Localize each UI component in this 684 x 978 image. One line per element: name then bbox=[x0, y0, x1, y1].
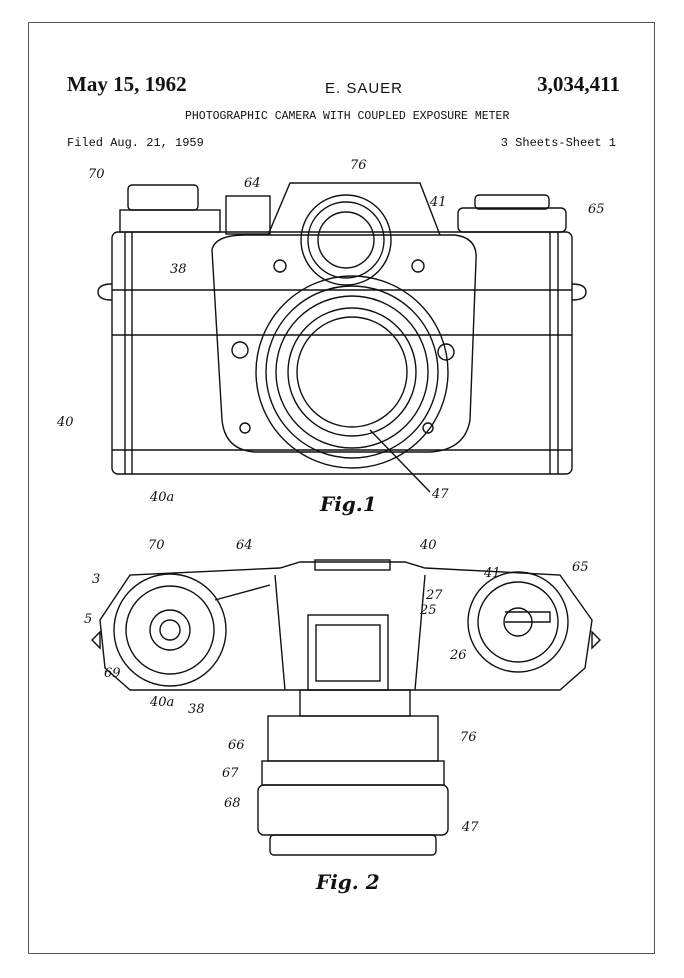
ref-label: 70 bbox=[88, 167, 105, 182]
patent-title: PHOTOGRAPHIC CAMERA WITH COUPLED EXPOSUR… bbox=[185, 110, 510, 123]
patent-number: 3,034,411 bbox=[537, 72, 620, 96]
ref-label: 41 bbox=[430, 195, 447, 210]
ref-label: 76 bbox=[460, 730, 477, 745]
fig2-caption: Fig. 2 bbox=[316, 870, 380, 894]
ref-label: 41 bbox=[484, 566, 501, 581]
filed-date: Filed Aug. 21, 1959 bbox=[67, 136, 204, 150]
ref-label: 5 bbox=[84, 612, 93, 627]
ref-label: 65 bbox=[588, 202, 605, 217]
ref-label: 38 bbox=[170, 262, 187, 277]
patent-date: May 15, 1962 bbox=[67, 72, 187, 96]
ref-label: 40 bbox=[57, 415, 74, 430]
sheet-count: 3 Sheets-Sheet 1 bbox=[500, 136, 616, 150]
ref-label: 76 bbox=[350, 158, 367, 173]
ref-label: 26 bbox=[450, 648, 467, 663]
ref-label: 25 bbox=[420, 603, 437, 618]
ref-label: 68 bbox=[224, 796, 241, 811]
ref-label: 40a bbox=[150, 695, 175, 710]
ref-label: 47 bbox=[462, 820, 479, 835]
ref-label: 40 bbox=[420, 538, 437, 553]
ref-label: 64 bbox=[236, 538, 253, 553]
inventor-name: E. SAUER bbox=[325, 80, 404, 97]
ref-label: 66 bbox=[228, 738, 245, 753]
ref-label: 47 bbox=[432, 487, 449, 502]
fig1-caption: Fig.1 bbox=[320, 492, 377, 516]
ref-label: 64 bbox=[244, 176, 261, 191]
ref-label: 67 bbox=[222, 766, 239, 781]
ref-label: 40a bbox=[150, 490, 175, 505]
ref-label: 3 bbox=[92, 572, 101, 587]
ref-label: 65 bbox=[572, 560, 589, 575]
ref-label: 27 bbox=[426, 588, 443, 603]
ref-label: 70 bbox=[148, 538, 165, 553]
ref-label: 38 bbox=[188, 702, 205, 717]
page-border bbox=[28, 22, 655, 954]
fig2-camera-top bbox=[91, 559, 601, 856]
ref-label: 69 bbox=[104, 666, 121, 681]
fig1-camera-front bbox=[97, 182, 587, 493]
